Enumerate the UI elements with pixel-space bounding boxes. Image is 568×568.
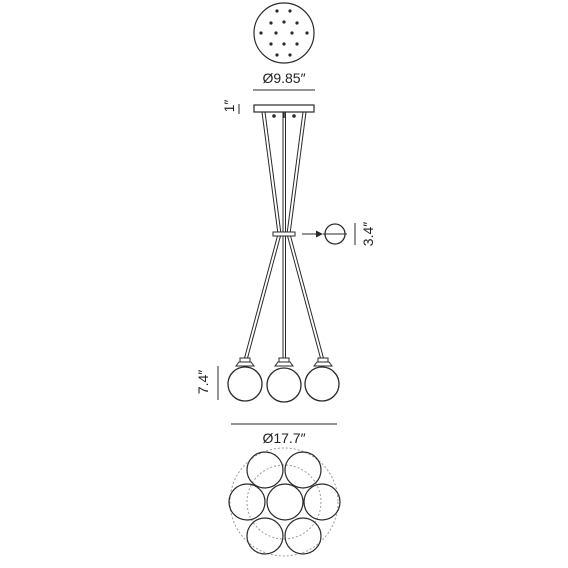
gathering-ring (272, 231, 296, 237)
canopy-top-view (253, 2, 315, 64)
ring-detail-callout: 3.4″ (302, 222, 376, 246)
globe-cluster-bottom-view (228, 447, 341, 557)
globe-height-label: 7.4″ (195, 370, 211, 394)
canopy-height-label: 1″ (221, 100, 237, 113)
cluster-outline-dashed (229, 447, 339, 557)
globe-right (304, 357, 340, 402)
globe-shades (227, 357, 340, 403)
canopy-diameter-label: Ø9.85″ (262, 70, 305, 86)
canopy-diameter-dimension: Ø9.85″ (253, 70, 315, 91)
cluster-inner-dashed (246, 464, 322, 540)
overall-diameter-dimension: Ø17.7″ (231, 423, 337, 446)
ring-diameter-label: 3.4″ (360, 222, 376, 246)
overall-diameter-label: Ø17.7″ (262, 430, 305, 446)
globe-height-dimension: 7.4″ (195, 366, 219, 400)
globe-left (227, 357, 263, 402)
globe-center (266, 357, 302, 403)
canopy-side-view (253, 104, 315, 118)
canopy-height-dimension: 1″ (221, 100, 240, 114)
